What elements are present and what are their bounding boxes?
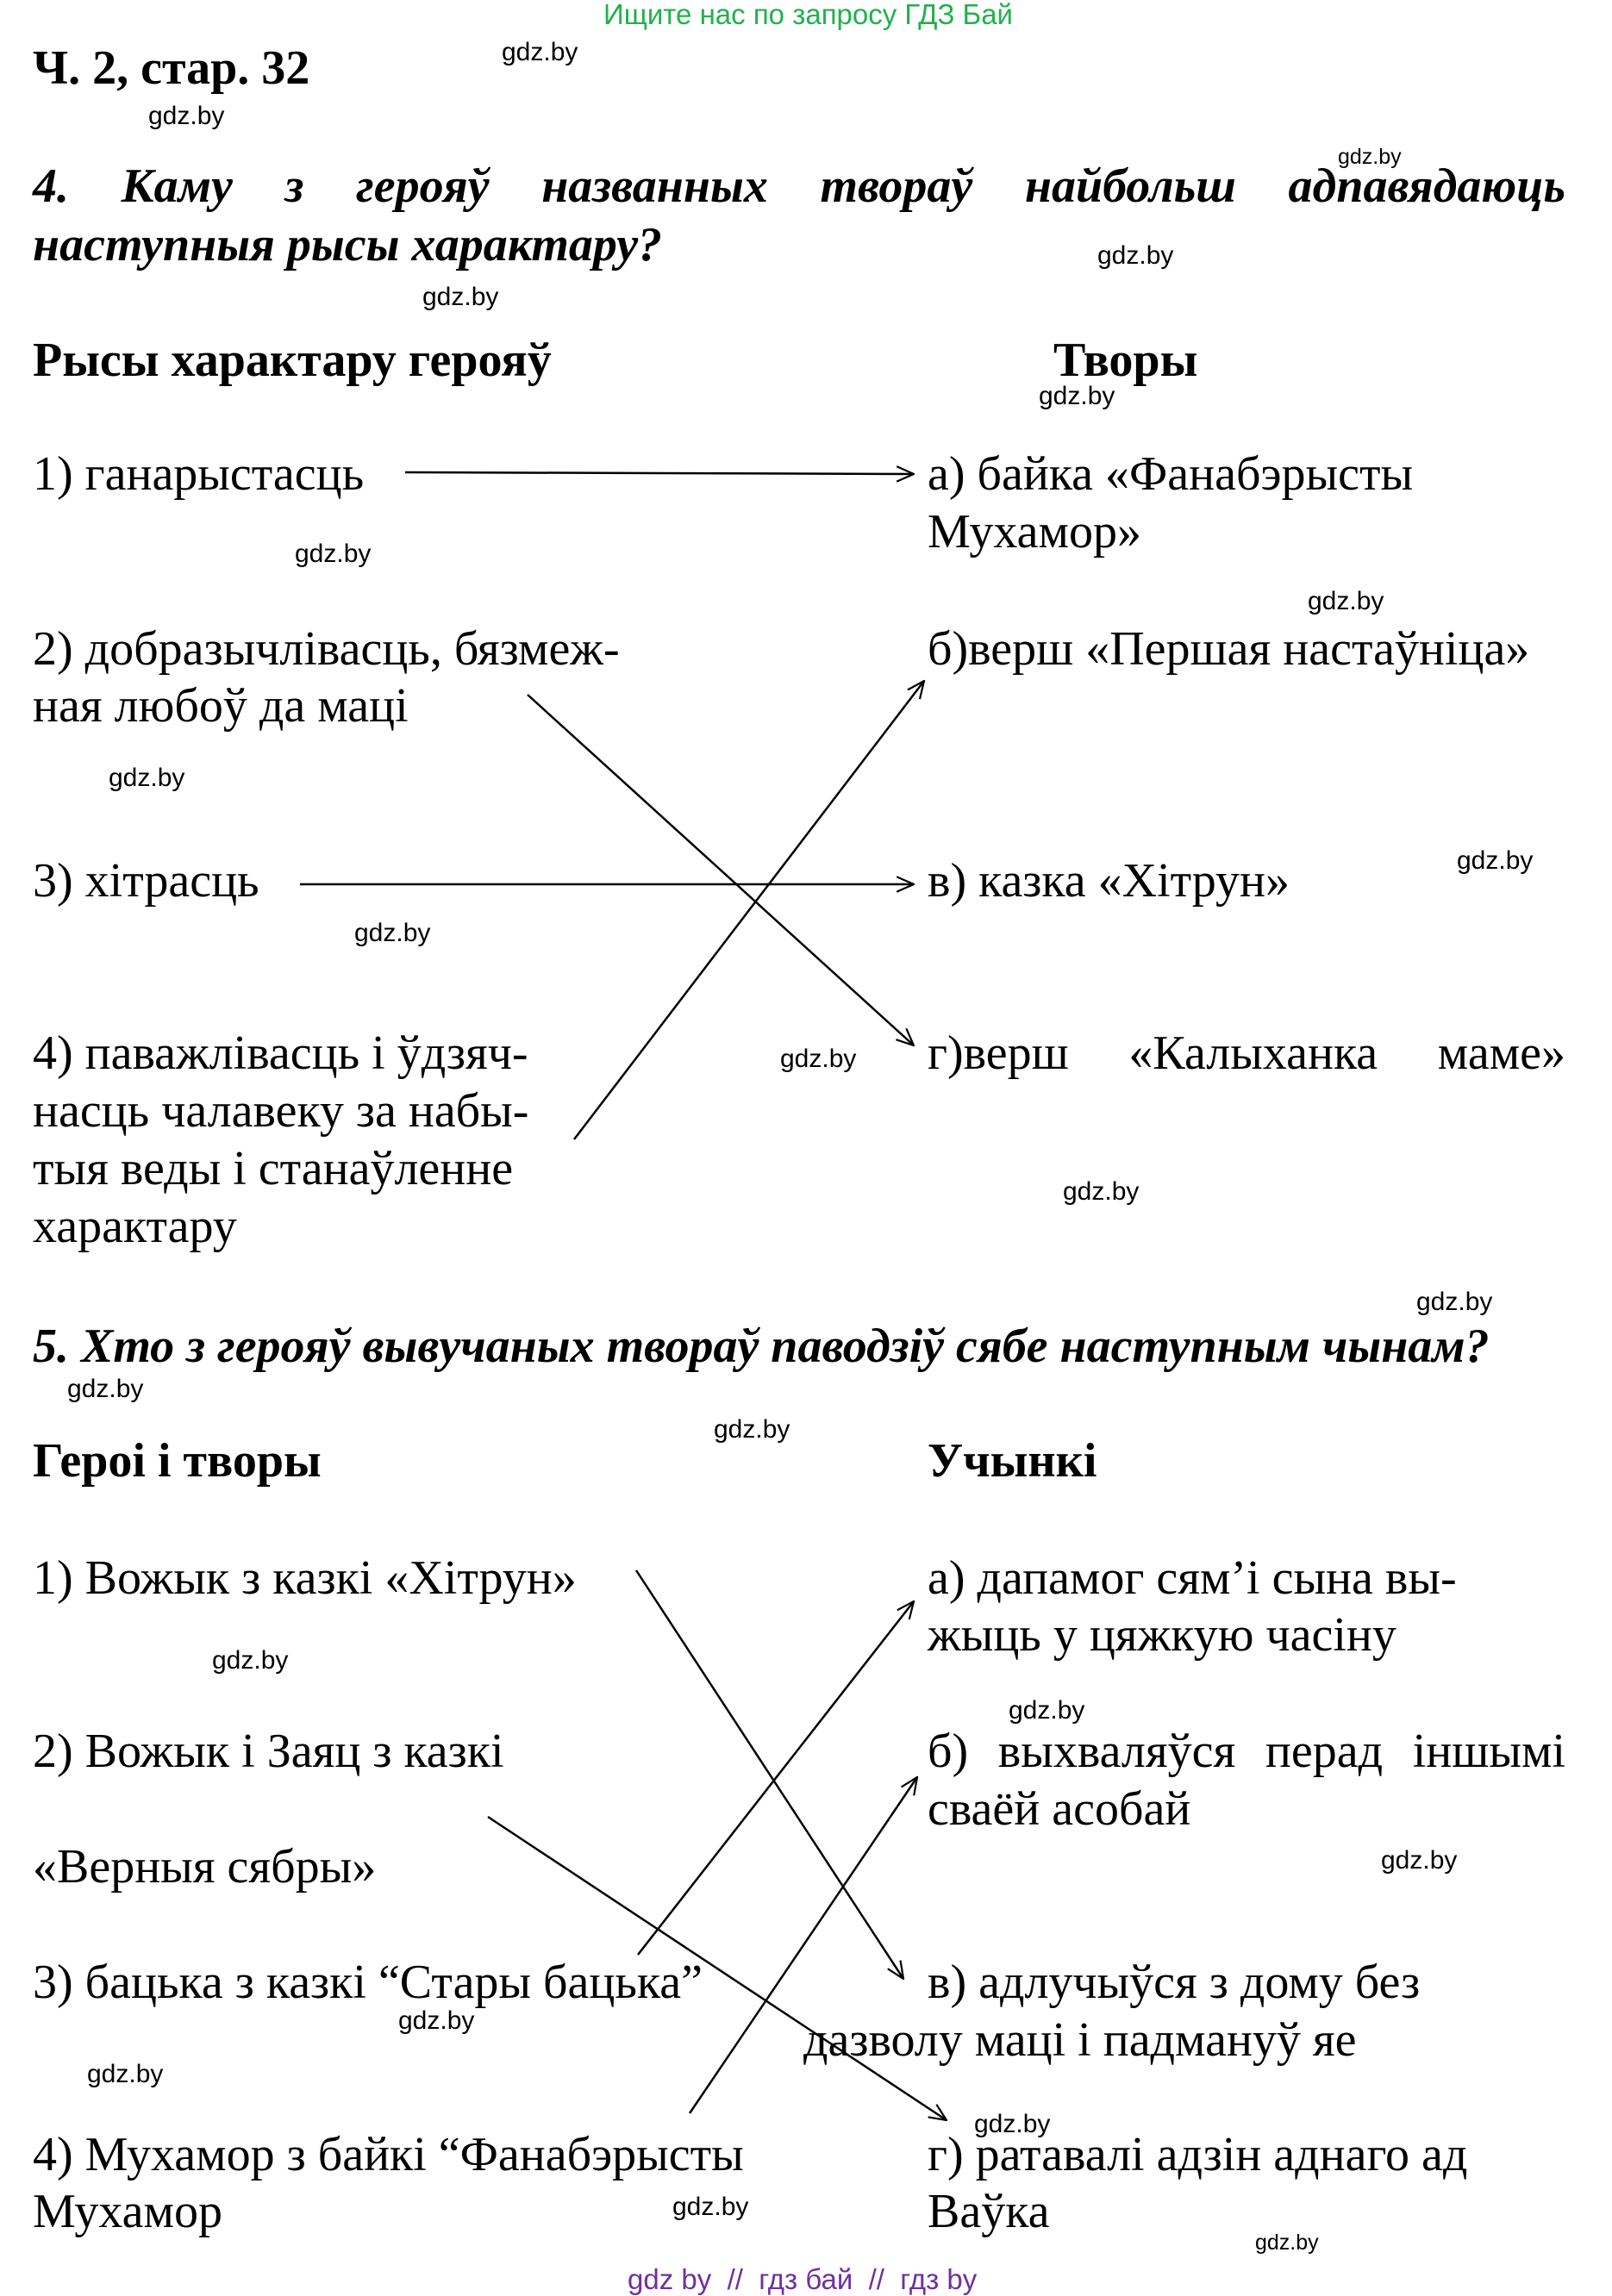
watermark: gdz.by [714, 1415, 790, 1444]
task4-question: наступныя рысы характару? [33, 218, 663, 271]
watermark: gdz.by [148, 102, 225, 130]
task5-right-item: б) выхваляўся перад іншымі [928, 1725, 1565, 1778]
task4-question: 4. Каму з герояў названных твораў найбол… [33, 159, 1565, 213]
task5-left-item: «Верныя сябры» [33, 1840, 377, 1894]
watermark: gdz.by [295, 540, 372, 568]
task5-right-item: г) ратавалі адзін аднаго ад [928, 2128, 1468, 2181]
watermark: gdz.by [1009, 1696, 1085, 1725]
watermark: gdz.by [67, 1375, 144, 1403]
task4-right-item: в) казка «Хітрун» [928, 854, 1290, 908]
task5-left-header: Героі і творы [33, 1434, 322, 1488]
task4-left-item: 2) добразычлівасць, бязмеж- [33, 622, 620, 676]
watermark: gdz.by [354, 919, 431, 947]
task4-right-item: г)верш «Калыханка маме» [928, 1026, 1565, 1080]
watermark: gdz.by [398, 2006, 475, 2035]
arrow-5-4-b [688, 1777, 917, 2114]
watermark: gdz.by [109, 764, 185, 792]
site-banner[interactable]: Ищите нас по запросу ГДЗ Бай [603, 0, 1013, 30]
watermark: gdz.by [1338, 145, 1402, 169]
watermark: gdz.by [974, 2110, 1051, 2138]
footer-links[interactable]: gdz by // гдз бай // гдз by [628, 2263, 978, 2295]
watermark: gdz.by [1255, 2230, 1319, 2255]
arrow-4-4-b [573, 681, 924, 1140]
task5-left-item: Мухамор [33, 2185, 222, 2238]
task4-right-item: Мухамор» [928, 505, 1141, 558]
task4-left-item: 1) ганарыстасць [33, 447, 365, 501]
task5-right-header: Учынкі [928, 1434, 1097, 1488]
watermark: gdz.by [422, 283, 499, 311]
task4-right-header: Творы [1053, 334, 1198, 387]
watermark: gdz.by [212, 1646, 289, 1675]
task4-left-header: Рысы характару герояў [33, 334, 552, 387]
task4-left-item: 3) хітрасць [33, 854, 259, 908]
task4-left-item: тыя веды і станаўленне [33, 1142, 514, 1195]
task5-left-item: 3) бацька з казкі “Стары бацька” [33, 1956, 703, 2009]
watermark: gdz.by [672, 2193, 749, 2221]
task4-right-item: б)верш «Першая настаўніца» [928, 622, 1530, 676]
arrow-5-3-a [637, 1601, 914, 1956]
task5-right-item: сваёй асобай [928, 1782, 1191, 1836]
arrow-4-2-g [527, 694, 914, 1045]
page-reference: Ч. 2, стар. 32 [33, 41, 310, 95]
arrow-5-1-v [634, 1569, 903, 1979]
watermark: gdz.by [87, 2060, 164, 2088]
task5-question: 5. Хто з герояў вывучаных твораў паводзі… [33, 1320, 1490, 1373]
watermark: gdz.by [1308, 587, 1384, 615]
task5-right-item: а) дапамог сям’і сына вы- [928, 1551, 1457, 1605]
task4-left-item: 4) паважлівасць і ўдзяч- [33, 1026, 528, 1080]
task4-left-item: характару [33, 1200, 237, 1253]
arrow-5-2-g [487, 1815, 947, 2120]
watermark: gdz.by [1416, 1288, 1493, 1316]
task4-left-item: ная любоў да маці [33, 679, 409, 733]
watermark: gdz.by [1381, 1846, 1458, 1875]
task4-left-item: насць чалавеку за набы- [33, 1084, 529, 1138]
task5-right-item: Ваўка [928, 2185, 1050, 2238]
task5-left-item: 4) Мухамор з байкі “Фанабэрысты [33, 2128, 744, 2181]
watermark: gdz.by [1457, 846, 1534, 875]
task5-left-item: 2) Вожык і Заяц з казкі [33, 1725, 504, 1778]
arrow-4-1-a [404, 472, 914, 474]
task5-right-item: жыць у цяжкую часіну [928, 1608, 1396, 1662]
watermark: gdz.by [502, 38, 578, 66]
watermark: gdz.by [1097, 241, 1174, 270]
watermark: gdz.by [780, 1045, 857, 1073]
task5-right-item: дазволу маці і падмануў яе [803, 2013, 1357, 2067]
task5-left-item: 1) Вожык з казкі «Хітрун» [33, 1551, 577, 1605]
watermark: gdz.by [1063, 1177, 1140, 1206]
watermark: gdz.by [1039, 382, 1115, 410]
task5-right-item: в) адлучыўся з дому без [928, 1956, 1421, 2009]
task4-right-item: а) байка «Фанабэрысты [928, 447, 1414, 501]
